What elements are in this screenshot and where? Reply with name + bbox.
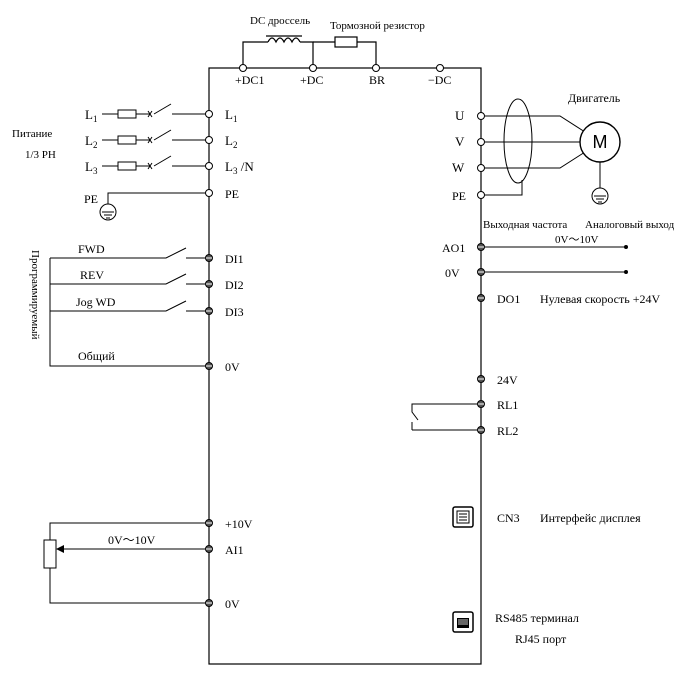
v24-terminal	[477, 375, 485, 383]
do1-desc: Нулевая скорость +24V	[540, 292, 660, 306]
svg-text:L2: L2	[225, 133, 237, 150]
input-fwd	[80, 247, 213, 262]
rj45-port-icon	[452, 611, 474, 633]
input-group-bracket	[49, 257, 206, 367]
supply-phase-label: 1/3 PH	[25, 149, 56, 161]
plus10v-label: +10V	[225, 517, 253, 531]
ai-range-label: 0V〜10V	[108, 533, 156, 547]
power-line-l1: L1 L1	[85, 103, 237, 124]
supply-label: Питание	[12, 128, 52, 140]
svg-text:L1: L1	[85, 107, 97, 124]
ai-zero-label: 0V	[225, 597, 240, 611]
dc-choke	[242, 35, 314, 68]
ao-zero-label: 0V	[445, 266, 460, 280]
dc-terminal-circles	[239, 64, 444, 72]
svg-text:L3: L3	[85, 159, 98, 176]
ao1-range-label: 0V〜10V	[555, 234, 598, 246]
input-jog	[50, 300, 213, 315]
cn3-connector-icon	[452, 506, 474, 528]
input-common	[205, 362, 213, 370]
do1-label: DO1	[497, 292, 520, 306]
terminal-v: V	[455, 134, 465, 149]
drive-body	[208, 67, 482, 665]
motor-title: Двигатель	[568, 91, 621, 105]
relay-contacts	[411, 400, 485, 434]
svg-text:M: M	[593, 132, 608, 152]
ai1-label: AI1	[225, 543, 244, 557]
output-freq-label: Выходная частота	[483, 219, 567, 231]
do1-terminal	[477, 294, 485, 302]
terminal-br: BR	[369, 73, 385, 87]
terminal-plus-dc: +DC	[300, 73, 323, 87]
power-line-l3: L3 L3 /N	[85, 155, 254, 176]
terminal-w: W	[452, 160, 465, 175]
terminal-u: U	[455, 108, 465, 123]
v24-label: 24V	[497, 373, 518, 387]
jog-label: Jog WD	[76, 295, 116, 309]
analog-out-label: Аналоговый выход	[585, 219, 675, 231]
power-line-l2: L2 L2	[85, 129, 237, 150]
brake-resistor	[313, 36, 377, 68]
di1-label: DI1	[225, 252, 244, 266]
pe-left-label: PE	[84, 192, 98, 206]
terminal-plus-dc1: +DC1	[235, 73, 264, 87]
motor-symbol: M	[579, 121, 621, 163]
common-terminal-label: 0V	[225, 360, 240, 374]
potentiometer	[43, 519, 213, 607]
rl2-label: RL2	[497, 424, 518, 438]
svg-text:L1: L1	[225, 107, 237, 124]
rs485-label: RS485 терминал	[495, 611, 579, 625]
dc-choke-label: DC дроссель	[250, 15, 310, 27]
rev-label: REV	[80, 268, 104, 282]
terminal-pe-right: PE	[452, 189, 466, 203]
fwd-label: FWD	[78, 242, 105, 256]
ao1-label: AO1	[442, 241, 465, 255]
rj45-label: RJ45 порт	[515, 632, 567, 646]
ao1-output	[477, 243, 628, 276]
pe-terminal-label: PE	[225, 187, 239, 201]
motor-wiring	[477, 98, 609, 205]
terminal-minus-dc: −DC	[428, 73, 451, 87]
svg-text:L3 /N: L3 /N	[225, 159, 254, 176]
programmable-label: Программируемый	[29, 250, 41, 340]
input-rev	[50, 273, 213, 288]
cn3-label: CN3	[497, 511, 520, 525]
common-label: Общий	[78, 349, 115, 363]
di2-label: DI2	[225, 278, 244, 292]
rl1-label: RL1	[497, 398, 518, 412]
pe-left-ground	[99, 189, 213, 221]
cn3-desc: Интерфейс дисплея	[540, 511, 641, 525]
brake-resistor-label: Тормозной резистор	[330, 20, 425, 32]
di3-label: DI3	[225, 305, 244, 319]
svg-text:L2: L2	[85, 133, 97, 150]
